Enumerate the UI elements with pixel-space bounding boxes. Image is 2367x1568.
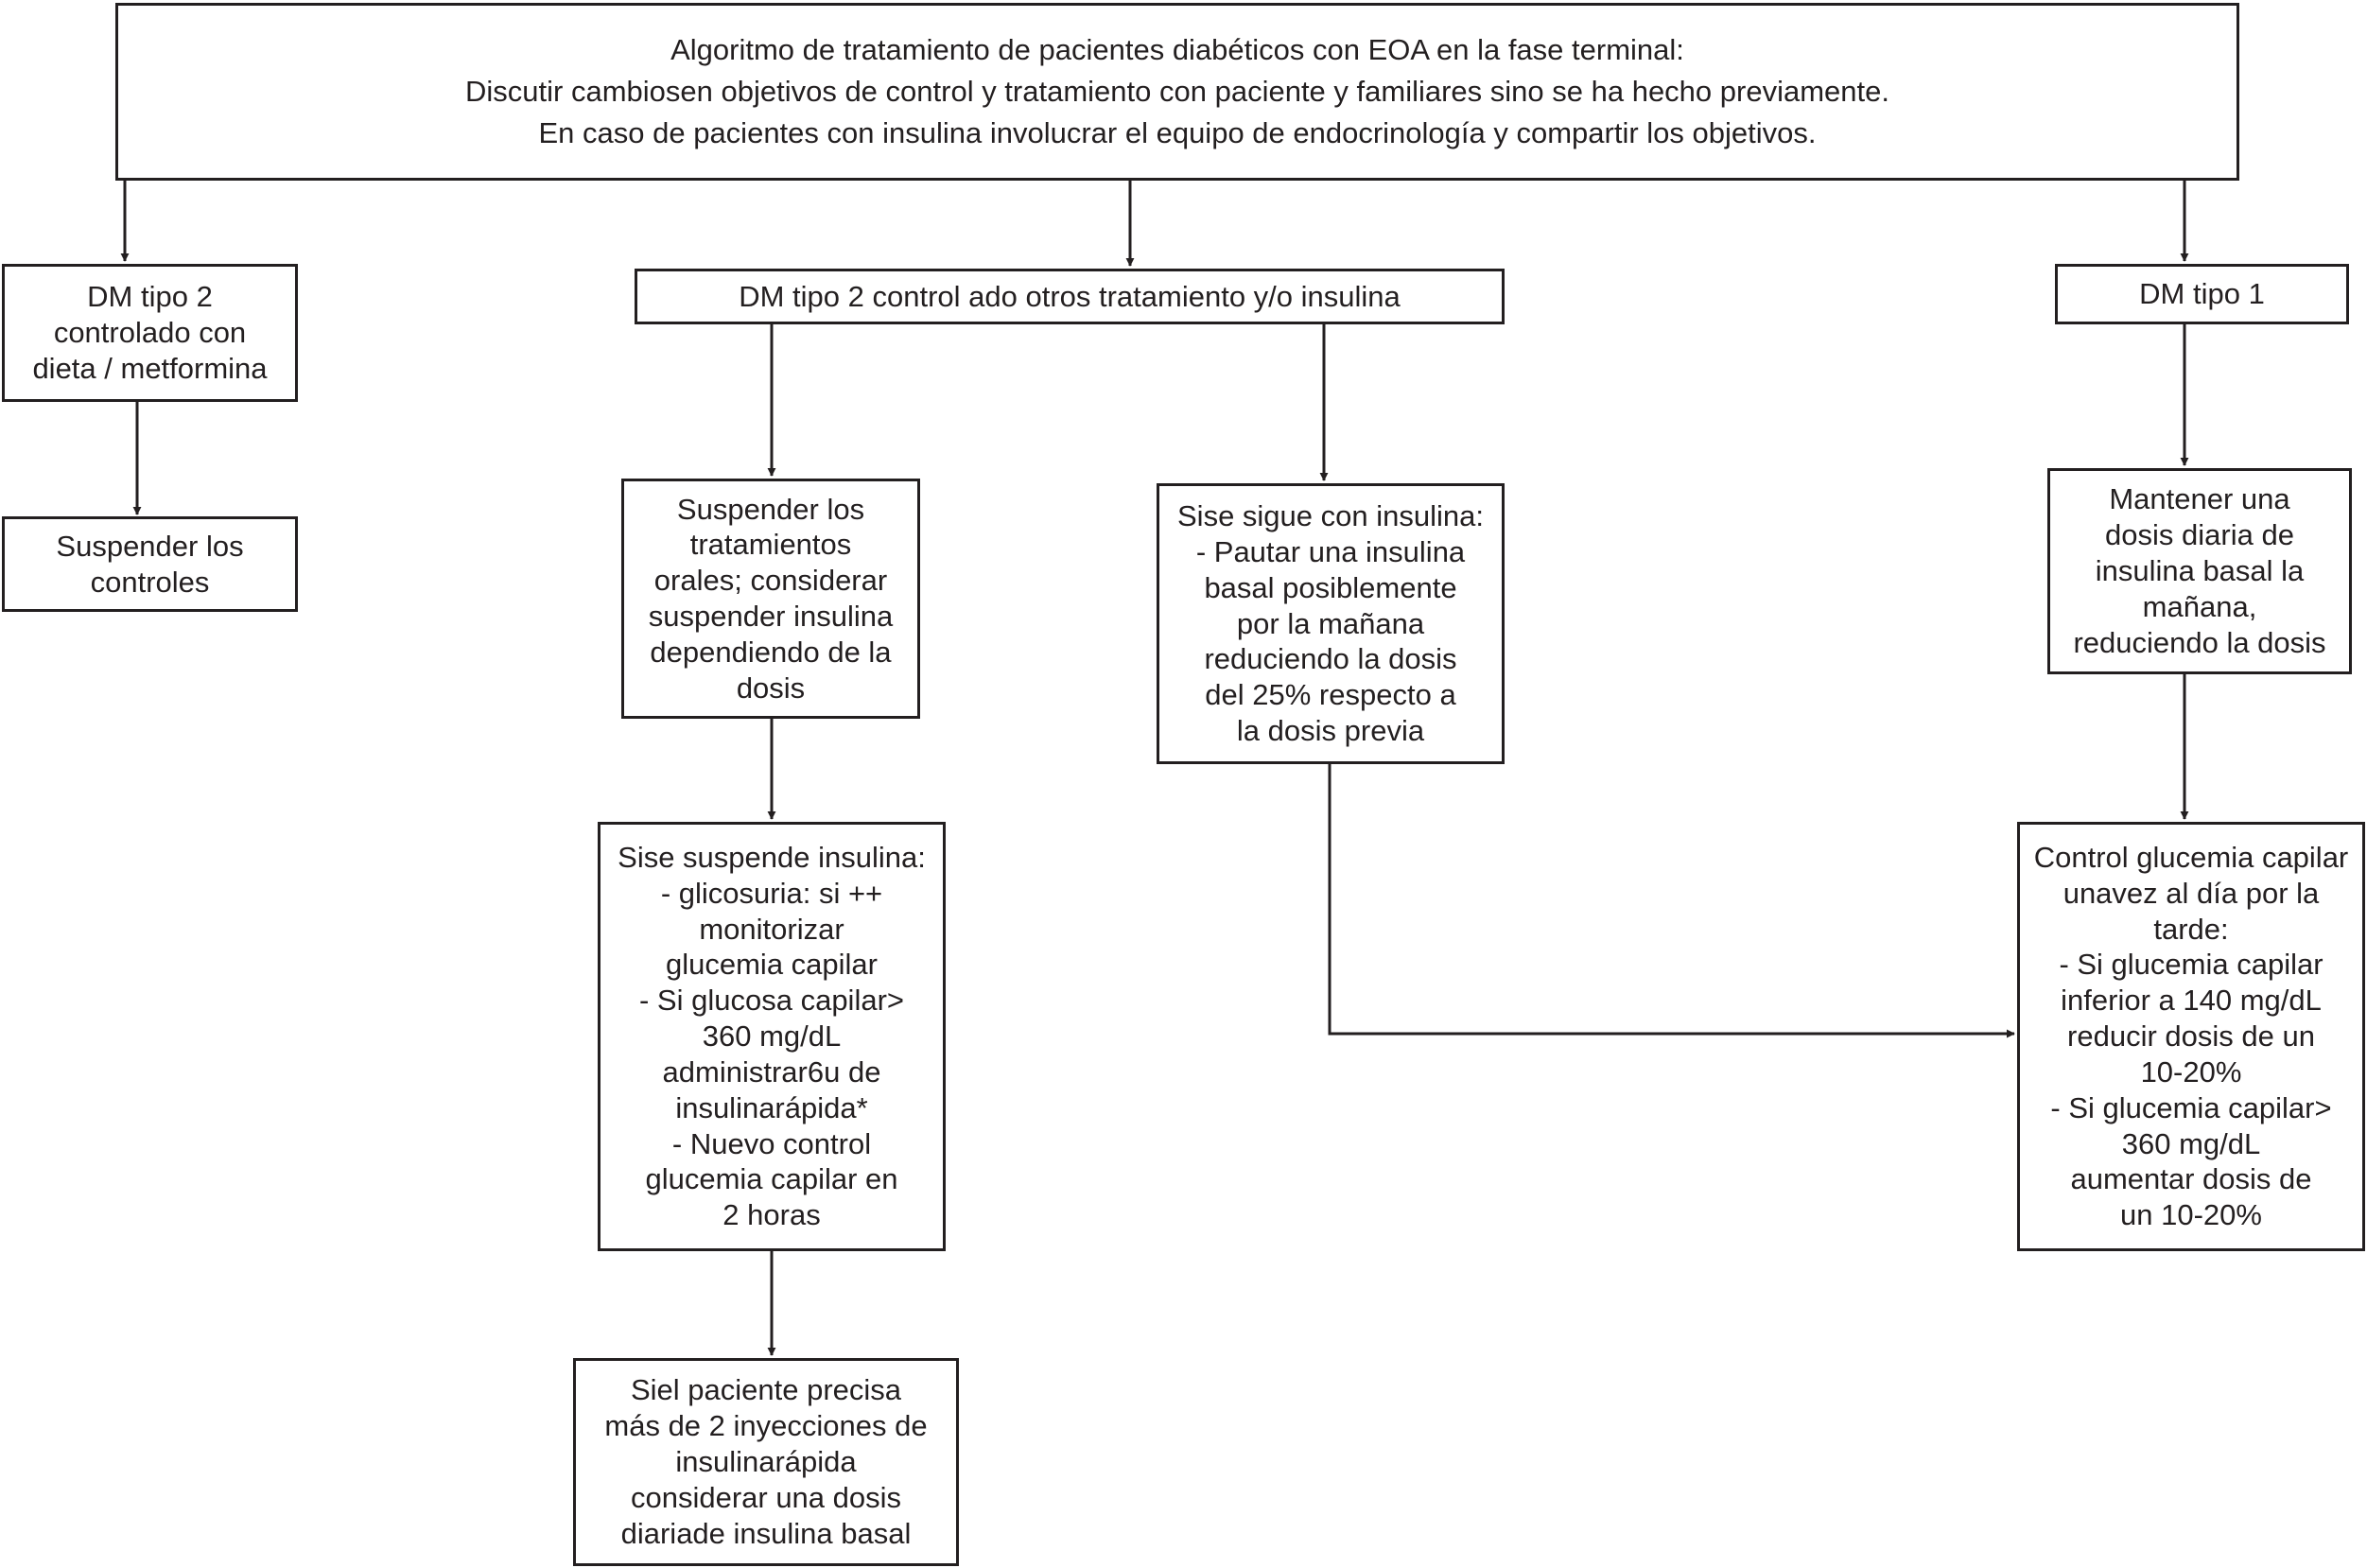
node-line: inferior a 140 mg/dL [2061,984,2322,1018]
node-line: reducir dosis de un [2067,1019,2315,1054]
node-line: Suspender los [56,529,244,563]
node-line: dosis diaria de [2105,518,2294,552]
node-line: dieta / metformina [32,351,268,385]
node-line: glucemia capilar en [645,1162,898,1196]
node-line: tratamientos [689,528,852,562]
node-line: Mantener una [2109,482,2290,516]
node-line: un 10-20% [2120,1198,2262,1232]
node-line: reduciendo la dosis [2073,625,2326,659]
node-line: DM tipo 2 control ado otros tratamiento … [739,279,1401,313]
node-line: Suspender los [676,492,865,526]
node-line: 2 horas [722,1198,821,1232]
header-line: Algoritmo de tratamiento de pacientes di… [670,32,1684,66]
node-line: - Si glucemia capilar> [2050,1090,2332,1124]
node-line: - Si glucemia capilar [2059,948,2323,982]
continue-insulin-box: Sise sigue con insulina: - Pautar una in… [1157,483,1505,764]
node-line: insulina basal la [2095,554,2305,588]
dm2-diet-box: DM tipo 2 controlado con dieta / metform… [2,264,298,402]
node-line: controles [90,565,210,599]
node-line: del 25% respecto a [1205,678,1456,712]
node-line: Sise sigue con insulina: [1177,499,1484,533]
stop-controls-box: Suspender los controles [2,516,298,612]
node-line: glucemia capilar [666,948,878,982]
dm1-box: DM tipo 1 [2055,264,2349,324]
node-line: insulinarápida* [675,1090,868,1124]
node-line: orales; considerar [653,564,888,598]
node-line: por la mañana [1236,606,1425,640]
arrow-continue-insulin-to-glucose-control [1328,764,2015,1038]
node-line: unavez al día por la [2062,876,2320,910]
node-line: DM tipo 1 [2139,277,2265,311]
node-line: - Si glucosa capilar> [639,984,904,1018]
stop-oral-box: Suspender los tratamientos orales; consi… [621,479,920,719]
node-line: suspender insulina [648,600,894,633]
node-line: dosis [736,671,806,705]
header-box: Algoritmo de tratamiento de pacientes di… [115,3,2239,181]
node-line: más de 2 inyecciones de [604,1409,928,1443]
node-line: controlado con [53,316,247,350]
node-line: tarde: [2153,912,2229,946]
node-line: Siel paciente precisa [630,1373,902,1407]
header-line: Discutir cambiosen objetivos de control … [465,74,1889,108]
node-line: 360 mg/dL [2121,1126,2261,1160]
node-line: reduciendo la dosis [1204,642,1457,676]
node-line: dependiendo de la [650,635,892,669]
node-line: - Nuevo control [671,1126,872,1160]
header-line: En caso de pacientes con insulina involu… [538,116,1817,149]
node-line: Control glucemia capilar [2033,841,2349,875]
node-line: Sise suspende insulina: [618,841,926,875]
node-line: monitorizar [699,912,844,946]
node-line: la dosis previa [1236,714,1425,748]
stop-insulin-box: Sise suspende insulina: - glicosuria: si… [598,822,946,1251]
node-line: mañana, [2142,589,2257,623]
node-line: administrar6u de [662,1054,881,1089]
node-line: - Pautar una insulina [1195,534,1466,568]
node-line: considerar una dosis [630,1480,902,1514]
glucose-control-box: Control glucemia capilar unavez al día p… [2017,822,2365,1251]
node-line: 10-20% [2140,1054,2242,1089]
multi-injections-box: Siel paciente precisa más de 2 inyeccion… [573,1358,959,1566]
dm2-other-box: DM tipo 2 control ado otros tratamiento … [635,269,1505,324]
node-line: diariade insulina basal [620,1516,912,1550]
node-line: aumentar dosis de [2070,1162,2312,1196]
keep-basal-box: Mantener una dosis diaria de insulina ba… [2047,468,2352,674]
node-line: - glicosuria: si ++ [660,876,883,910]
node-line: basal posiblemente [1204,570,1457,604]
node-line: 360 mg/dL [702,1019,842,1054]
node-line: DM tipo 2 [87,280,213,314]
node-line: insulinarápida [675,1445,857,1479]
